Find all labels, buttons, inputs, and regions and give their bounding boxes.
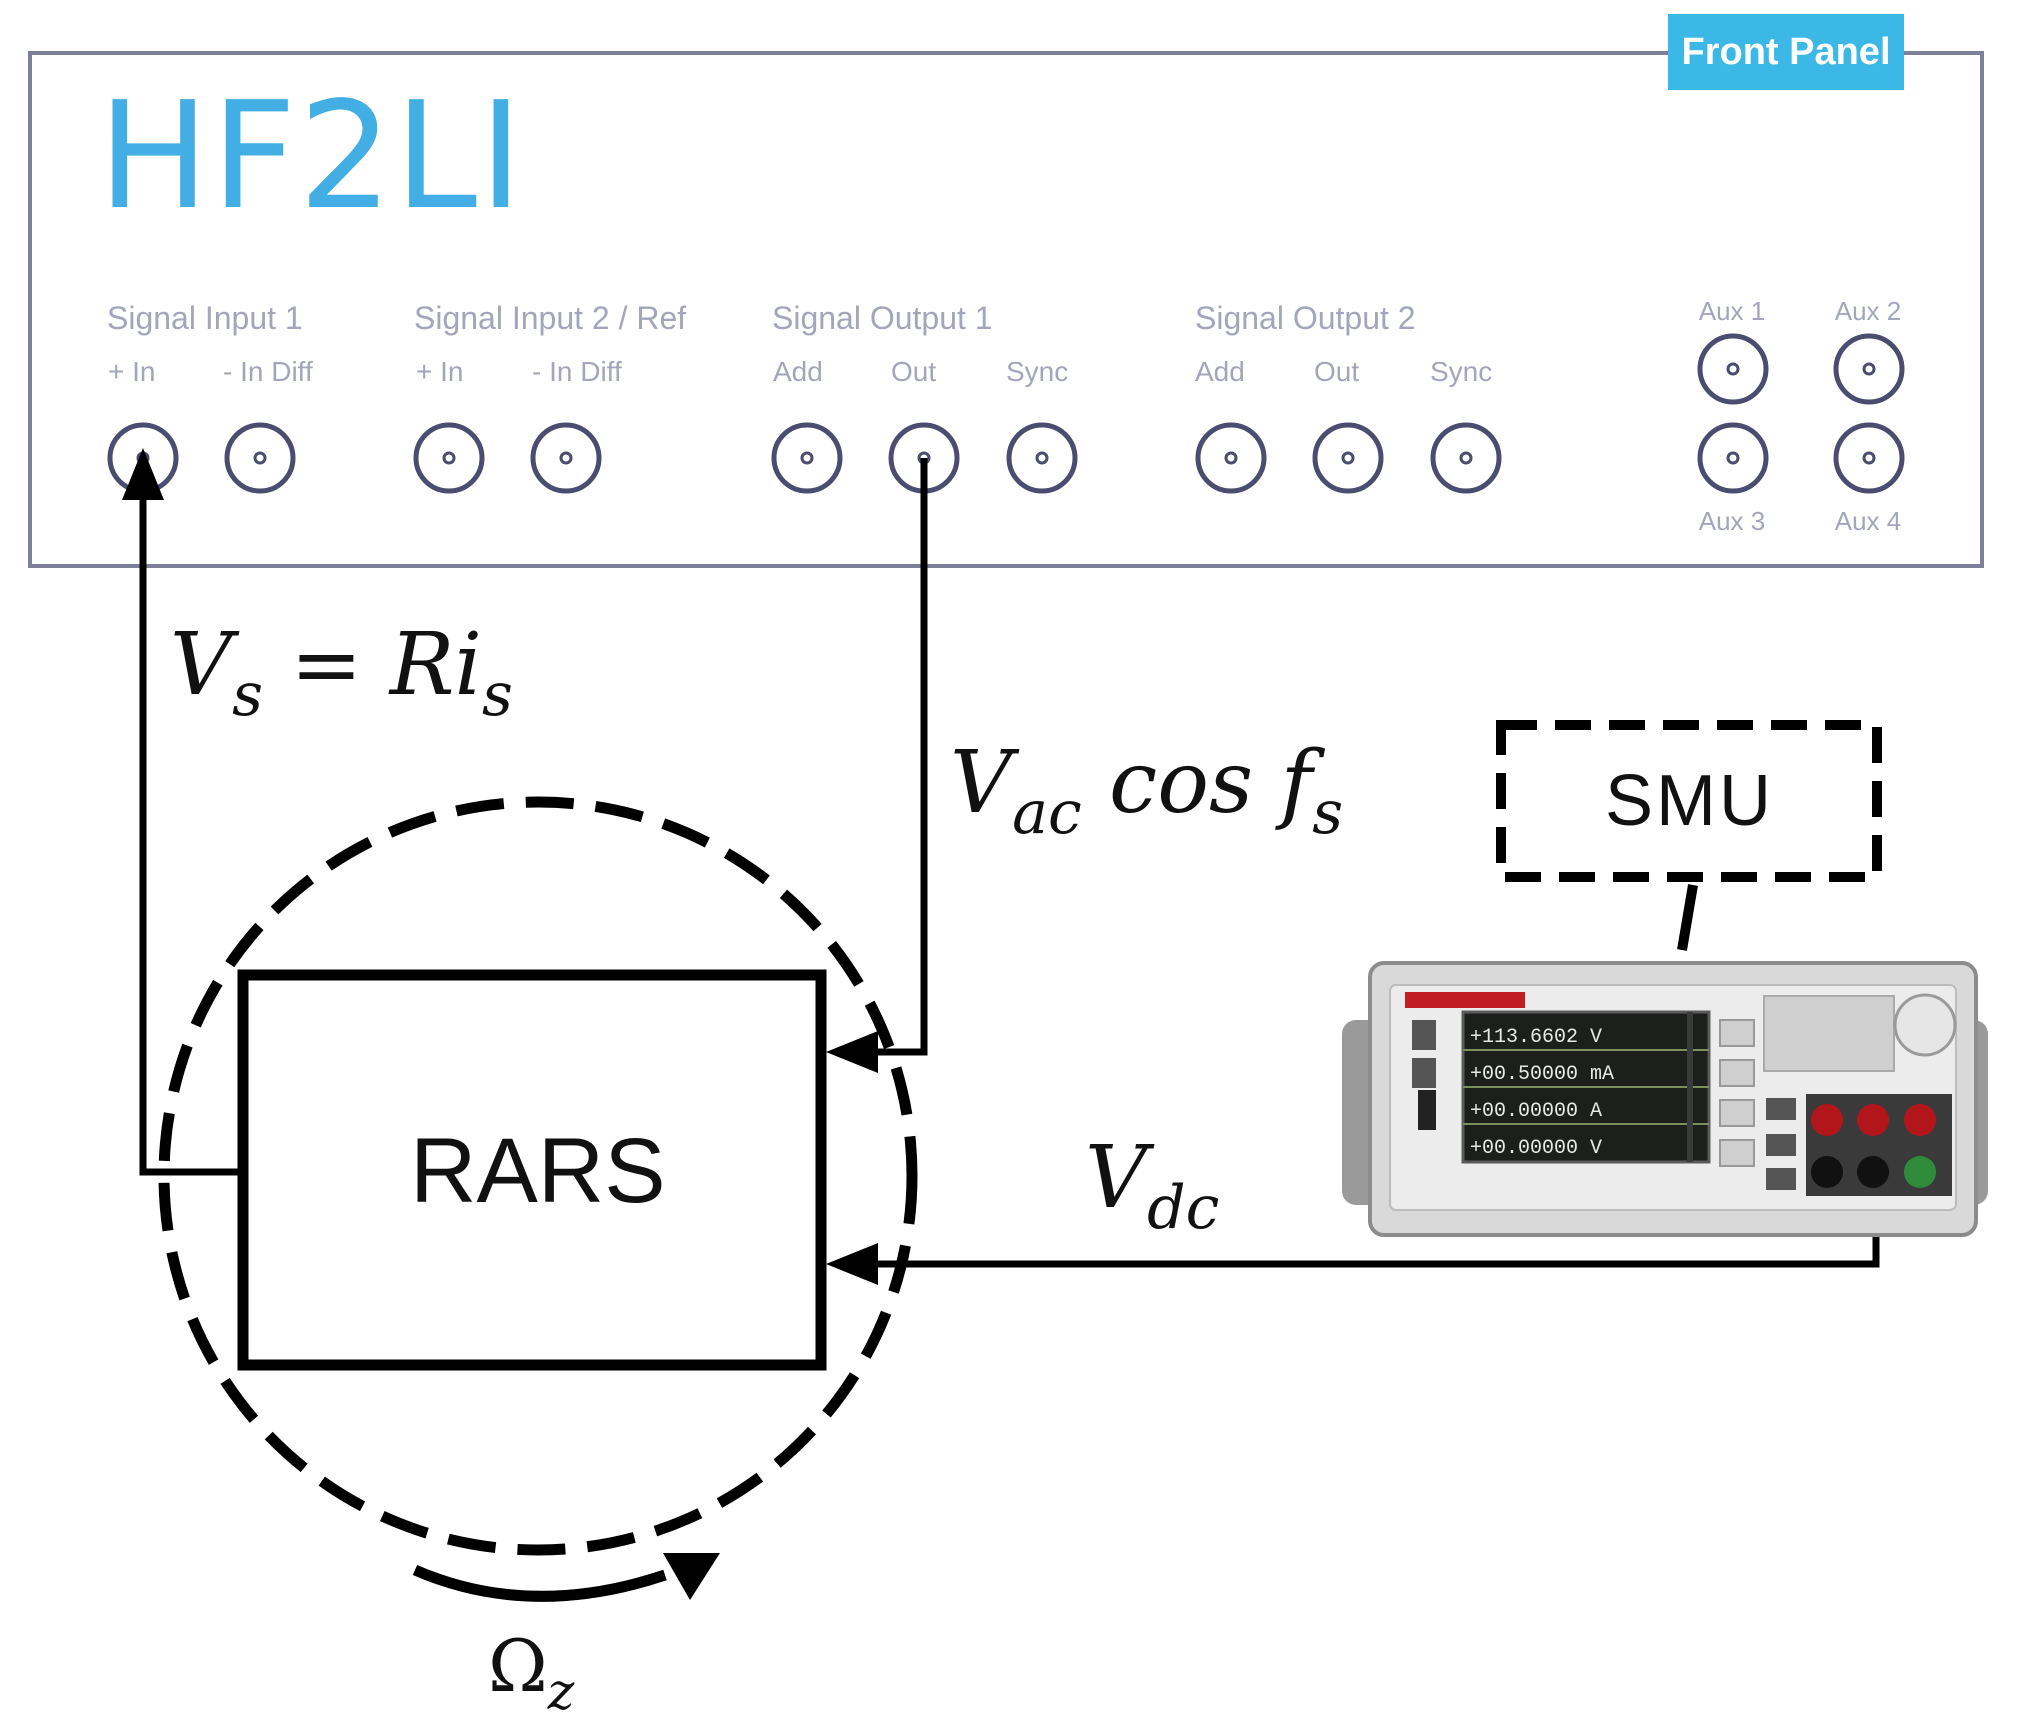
port-label-in1-diff: - In Diff [223,356,313,387]
rotation-arrowhead-icon [663,1553,720,1600]
port-label-in1-plus: + In [108,356,156,387]
connector-out1-sync [1006,422,1078,494]
connector-out2-add [1195,422,1267,494]
aux-label-1: Aux 1 [1698,296,1766,326]
label-vs-equation: Vs = Ris [170,615,513,731]
label-vdc: Vdc [1085,1128,1220,1244]
label-omega-z: Ωz [488,1624,575,1721]
rotation-arrow [412,1564,667,1602]
port-label-out2-out: Out [1314,356,1360,387]
aux-label-4: Aux 4 [1834,506,1902,536]
smu-label: SMU [1605,761,1774,841]
connector-in2-plus [413,422,485,494]
wire-sense-to-input [139,482,243,1176]
smu-leader-line [1677,884,1698,951]
port-label-out1-out: Out [891,356,937,387]
smu-readout-4: +00.00000 V [1470,1137,1602,1160]
arrow-into-device-dc-icon [826,1243,878,1285]
smu-label-box [1496,720,1882,882]
connector-out1-add [771,422,843,494]
aux-label-3: Aux 3 [1698,506,1766,536]
front-panel [28,51,1984,568]
group-signal-input-1: Signal Input 1 [107,300,303,336]
front-panel-tag: Front Panel [1668,14,1904,90]
port-label-in2-diff: - In Diff [532,356,622,387]
smu-readout-3: +00.00000 A [1470,1100,1602,1123]
group-signal-output-1: Signal Output 1 [772,300,993,336]
connector-aux-2 [1833,333,1905,405]
port-label-out1-sync: Sync [1006,356,1069,387]
connector-aux-1 [1697,333,1769,405]
port-label-out2-sync: Sync [1430,356,1493,387]
connector-out2-sync [1430,422,1502,494]
port-label-in2-plus: + In [416,356,464,387]
smu-instrument-image [1342,961,1988,1237]
rars-label: RARS [410,1120,666,1222]
label-vac-equation: Vac cos fs [950,733,1344,849]
arrow-into-input-icon [122,448,164,500]
arrow-into-device-ac-icon [826,1031,878,1073]
rotation-boundary-circle [158,796,918,1556]
connector-aux-4 [1833,422,1905,494]
group-signal-output-2: Signal Output 2 [1195,300,1416,336]
smu-readout-1: +113.6602 V [1470,1026,1602,1049]
wire-output-to-device [862,458,928,1056]
instrument-brand: HF2LI [98,70,525,242]
connector-aux-3 [1697,422,1769,494]
connector-in2-diff [530,422,602,494]
connector-out2-out [1312,422,1384,494]
smu-readout-2: +00.50000 mA [1470,1063,1614,1086]
port-label-out2-add: Add [1195,356,1245,387]
port-label-out1-add: Add [773,356,823,387]
group-signal-input-2: Signal Input 2 / Ref [414,300,687,336]
connector-in1-diff [224,422,296,494]
aux-label-2: Aux 2 [1834,296,1902,326]
